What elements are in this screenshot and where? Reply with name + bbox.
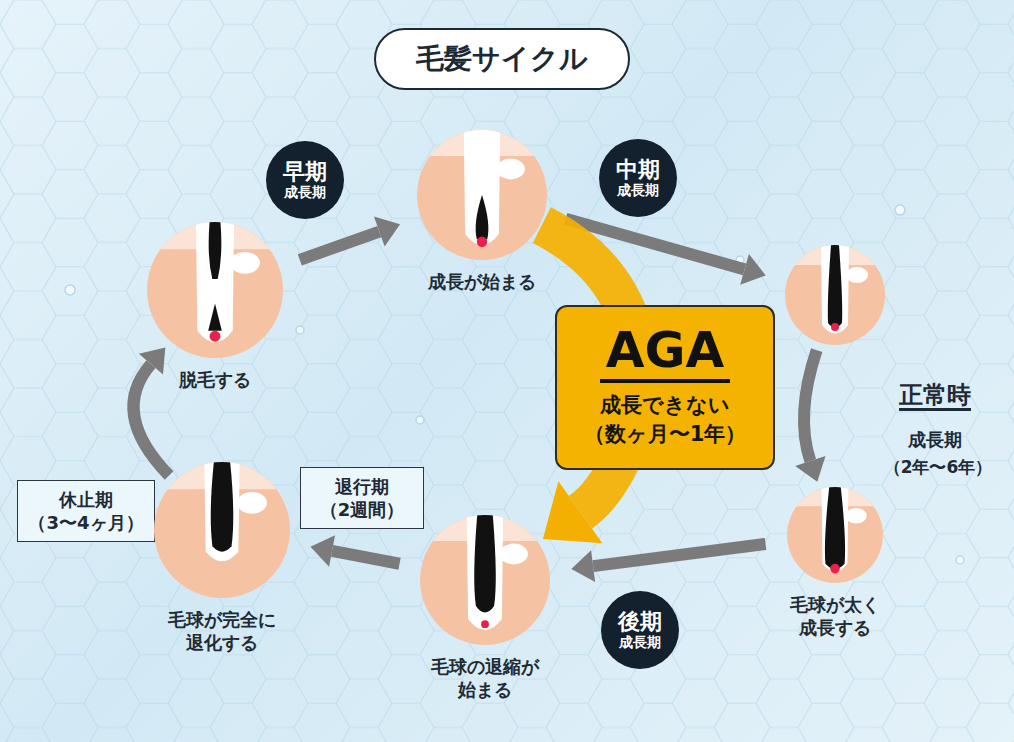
cycle-arrow xyxy=(133,348,169,476)
arrow-head xyxy=(374,216,400,246)
arrow-body xyxy=(332,551,400,564)
stage-caption: 脱毛する xyxy=(140,368,290,391)
hair-illustration xyxy=(154,462,290,598)
aga-box: AGA 成長できない（数ヶ月〜1年） xyxy=(555,305,775,470)
arrow-head xyxy=(740,254,766,285)
hair-stage-circle: 毛球が完全に 退化する xyxy=(154,462,290,598)
arrow-head xyxy=(571,550,595,582)
hair-circle xyxy=(420,515,550,645)
hair-stage-circle: 毛球の退縮が 始まる xyxy=(420,515,550,645)
hair-stage-circle: 成長が始まる xyxy=(417,130,547,260)
hair-illustration xyxy=(147,222,283,358)
badge-sub: 成長期 xyxy=(617,182,659,199)
period-box: 退行期（2週間） xyxy=(300,467,424,529)
hair-illustration xyxy=(420,515,550,645)
cycle-arrow xyxy=(571,544,765,582)
stage-caption: 毛球が太く 成長する xyxy=(760,593,910,640)
stage-caption: 成長が始まる xyxy=(407,270,557,293)
hair-circle xyxy=(785,245,885,345)
cycle-note: 成長期 xyxy=(908,428,962,452)
box-text: （3〜4ヶ月） xyxy=(28,511,143,534)
hair-circle xyxy=(417,130,547,260)
hair-circle xyxy=(147,222,283,358)
badge-sub: 成長期 xyxy=(284,184,326,201)
badge-heading: 中期 xyxy=(616,157,660,182)
box-heading: 休止期 xyxy=(59,488,113,511)
box-heading: AGA xyxy=(600,324,730,383)
hair-illustration xyxy=(417,130,547,260)
period-box: 休止期（3〜4ヶ月） xyxy=(17,480,154,542)
title-pill: 毛髪サイクル xyxy=(374,28,630,90)
hair-circle xyxy=(787,487,883,583)
arrow-body xyxy=(593,544,765,566)
hair-stage-circle: 毛球が太く 成長する xyxy=(787,487,883,583)
arrow-head xyxy=(310,535,335,566)
stage-badge: 早期成長期 xyxy=(266,141,344,219)
cycle-arrow xyxy=(795,350,825,482)
diagram-title: 毛髪サイクル xyxy=(416,40,588,78)
badge-heading: 後期 xyxy=(618,609,662,634)
arrow-head xyxy=(795,456,825,482)
cycle-note: （2年〜6年） xyxy=(884,456,993,479)
box-text: 成長できない xyxy=(600,391,730,420)
hair-illustration xyxy=(785,245,885,345)
hair-circle xyxy=(154,462,290,598)
stage-badge: 後期成長期 xyxy=(601,591,679,669)
box-heading: 退行期 xyxy=(335,475,389,498)
arrow-head xyxy=(139,348,165,375)
stage-caption: 毛球が完全に 退化する xyxy=(147,608,297,655)
cycle-arrow xyxy=(300,216,400,259)
hair-stage-circle xyxy=(785,245,885,345)
stage-caption: 毛球の退縮が 始まる xyxy=(410,655,560,702)
box-text: （2週間） xyxy=(320,498,405,521)
badge-sub: 成長期 xyxy=(619,634,661,651)
box-text: （数ヶ月〜1年） xyxy=(584,420,747,449)
hair-stage-circle: 脱毛する xyxy=(147,222,283,358)
arrow-body xyxy=(133,364,169,475)
arrow-body xyxy=(804,350,817,461)
arrow-body xyxy=(300,232,380,260)
cycle-arrow xyxy=(310,535,399,566)
badge-heading: 早期 xyxy=(283,159,327,184)
hair-illustration xyxy=(787,487,883,583)
cycle-note: 正常時 xyxy=(899,382,971,411)
arrow-head xyxy=(543,481,603,543)
stage-badge: 中期成長期 xyxy=(599,139,677,217)
